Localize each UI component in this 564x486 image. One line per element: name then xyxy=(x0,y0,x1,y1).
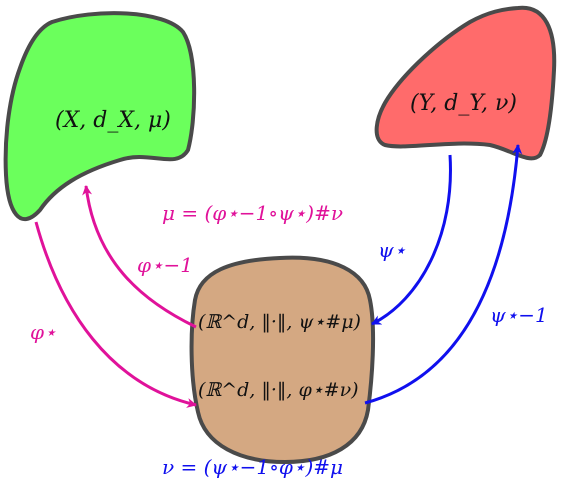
psi-star-arrow xyxy=(371,154,452,326)
phi-star-arrow xyxy=(34,221,197,408)
x-space-label: (X, d_X, μ) xyxy=(55,108,171,133)
psi-star-label: ψ⋆ xyxy=(378,238,407,262)
y-space-label: (Y, d_Y, ν) xyxy=(410,91,517,116)
y-space-blob xyxy=(374,5,557,161)
rd-bottom-label: (ℝ^d, ‖·‖, φ⋆#ν) xyxy=(198,379,359,401)
phi-star-inv-label: φ⋆−1 xyxy=(137,253,194,277)
rd-space-blob xyxy=(189,255,376,465)
phi-star-inv-arrow xyxy=(82,185,197,329)
phi-star-label: φ⋆ xyxy=(30,320,57,344)
x-space-blob xyxy=(3,11,197,222)
psi-star-inv-label: ψ⋆−1 xyxy=(490,303,548,327)
mu-equation: μ = (φ⋆−1∘ψ⋆)#ν xyxy=(162,201,344,225)
rd-top-label: (ℝ^d, ‖·‖, ψ⋆#μ) xyxy=(198,311,361,333)
psi-star-inv-arrow xyxy=(364,144,523,405)
nu-equation: ν = (ψ⋆−1∘φ⋆)#μ xyxy=(162,455,344,479)
